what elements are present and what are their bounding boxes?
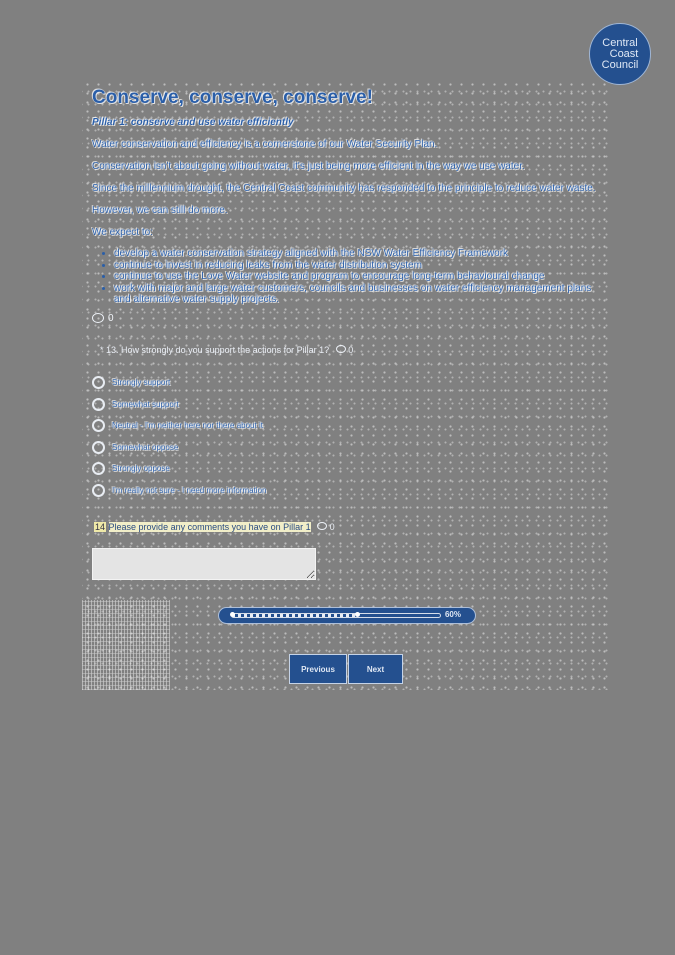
comment-count: 0 <box>108 312 114 324</box>
comments-textarea[interactable] <box>92 548 316 580</box>
option-strongly-oppose[interactable]: Strongly oppose <box>92 458 266 480</box>
question-13: * 13. How strongly do you support the ac… <box>100 344 353 356</box>
logo-line-3: Council <box>601 58 639 71</box>
question-13-comment-count: 0 <box>348 345 354 355</box>
list-item: develop a water conservation strategy al… <box>114 248 602 260</box>
page-title: Conserve, conserve, conserve! <box>92 87 373 108</box>
radio-button[interactable] <box>92 462 105 476</box>
comment-bubble-icon[interactable] <box>335 345 346 353</box>
progress-bar: 60% <box>218 607 476 624</box>
option-label: Somewhat oppose <box>112 442 179 452</box>
progress-start-knob <box>230 612 235 617</box>
next-button[interactable]: Next <box>348 654 403 684</box>
radio-button[interactable] <box>92 376 105 390</box>
comment-bubble-icon[interactable] <box>317 522 328 530</box>
intro-paragraph-5: We expect to: <box>92 227 153 238</box>
progress-fill <box>232 614 357 617</box>
radio-button[interactable] <box>92 419 105 433</box>
option-label: I'm really not sure - I need more inform… <box>112 485 267 495</box>
logo-line-2: Coast <box>609 47 639 60</box>
option-strongly-support[interactable]: Strongly support <box>92 372 266 394</box>
radio-button[interactable] <box>92 483 105 497</box>
progress-percent: 60% <box>444 610 461 619</box>
progress-knob <box>354 612 360 617</box>
intro-paragraph-2: Conservation isn't about going without w… <box>92 161 525 172</box>
option-somewhat-support[interactable]: Somewhat support <box>92 394 266 416</box>
question-14: 14 Please provide any comments you have … <box>94 521 335 533</box>
option-label: Somewhat support <box>112 399 179 409</box>
option-label: Neutral - I'm neither here nor there abo… <box>112 421 263 431</box>
progress-track <box>230 612 441 618</box>
option-label: Strongly oppose <box>112 464 170 474</box>
central-coast-council-logo: Central Coast Council <box>589 23 651 85</box>
question-14-comment-count: 0 <box>329 522 335 532</box>
page-comments-button[interactable]: 0 <box>92 313 602 324</box>
survey-content: Conserve, conserve, conserve! Pillar 1: … <box>92 86 602 580</box>
list-item: continue to use the Love Water website a… <box>114 271 602 283</box>
previous-button[interactable]: Previous <box>289 654 347 684</box>
intro-paragraph-1: Water conservation and efficiency is a c… <box>92 139 438 150</box>
navigation-buttons: Previous Next <box>289 654 403 684</box>
comment-bubble-icon <box>92 313 104 323</box>
intro-paragraph-3: Since the millennium drought, the Centra… <box>92 183 596 194</box>
expectations-list: develop a water conservation strategy al… <box>92 248 602 306</box>
pillar-heading: Pillar 1: conserve and use water efficie… <box>92 117 294 128</box>
question-14-number: 14 <box>94 522 107 532</box>
question-13-options: Strongly support Somewhat support Neutra… <box>92 372 266 501</box>
option-label: Strongly support <box>112 378 171 388</box>
sidebar-noise <box>82 600 170 690</box>
option-somewhat-oppose[interactable]: Somewhat oppose <box>92 437 266 459</box>
intro-paragraph-4: However, we can still do more. <box>92 205 228 216</box>
required-marker: * <box>100 345 104 355</box>
radio-button[interactable] <box>92 440 105 454</box>
radio-button[interactable] <box>92 397 105 411</box>
list-item: work with major and large water customer… <box>114 283 602 306</box>
list-item: continue to invest in reducing leaks fro… <box>114 260 602 272</box>
question-14-label: Please provide any comments you have on … <box>108 522 311 532</box>
question-13-label: 13. How strongly do you support the acti… <box>106 345 330 355</box>
option-neutral[interactable]: Neutral - I'm neither here nor there abo… <box>92 415 266 437</box>
option-not-sure[interactable]: I'm really not sure - I need more inform… <box>92 480 266 502</box>
logo-line-1: Central <box>602 36 638 49</box>
